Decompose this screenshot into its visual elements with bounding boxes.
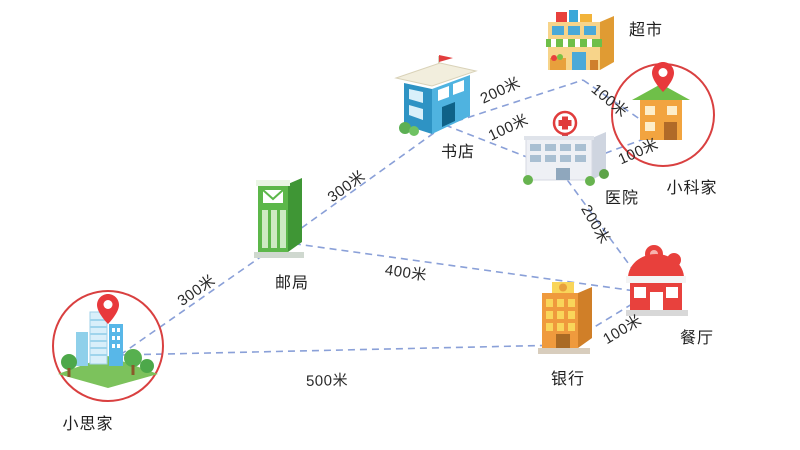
location-pin-icon-xiaoke (652, 62, 674, 92)
label-xiaoke-home: 小科家 (666, 180, 718, 197)
bookstore-building-icon (394, 55, 478, 136)
building-xiaosi-home (56, 296, 160, 388)
building-hospital (518, 110, 612, 186)
label-restaurant: 餐厅 (679, 330, 715, 347)
post-office-building-icon (254, 178, 304, 258)
building-supermarket (538, 8, 624, 84)
building-xiaoke-home (628, 76, 694, 144)
xiaosi-home-buildings-icon (58, 311, 158, 388)
route-line-xiaosi-yinhang (119, 344, 566, 356)
label-bookstore: 书店 (440, 144, 476, 161)
hospital-building-icon (523, 110, 609, 186)
building-bookstore (392, 54, 480, 138)
label-bank: 银行 (550, 371, 586, 388)
route-line-yiyuan-canting (559, 169, 651, 294)
supermarket-building-icon (546, 10, 614, 70)
label-post-office: 邮局 (274, 275, 310, 292)
label-xiaosi-home: 小思家 (62, 416, 114, 433)
route-line-shudian-chaoshi (444, 79, 584, 126)
building-bank (532, 276, 602, 360)
xiaoke-home-building-icon (632, 84, 690, 140)
route-line-xiaosi-youju (119, 241, 283, 356)
label-hospital: 医院 (604, 190, 640, 207)
route-line-youju-shudian (281, 124, 446, 243)
label-supermarket: 超市 (628, 22, 664, 39)
bank-building-icon (538, 282, 592, 354)
route-line-youju-canting (281, 241, 651, 294)
building-post-office (244, 168, 314, 264)
building-restaurant (618, 242, 698, 320)
restaurant-building-icon (626, 245, 688, 316)
location-pin-icon-xiaosi (97, 294, 119, 324)
highlight-circle-xiaosi-home (52, 290, 164, 402)
